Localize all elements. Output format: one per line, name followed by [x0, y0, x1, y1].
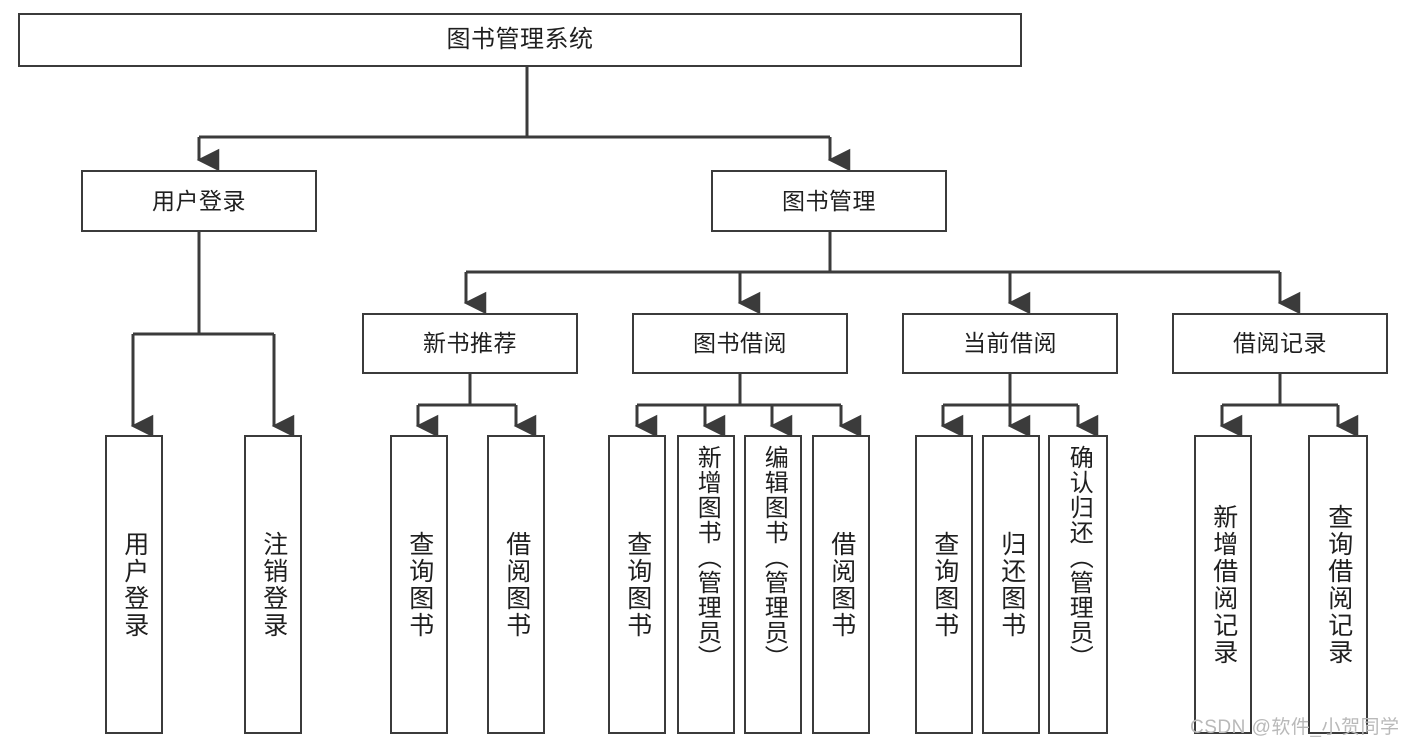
leaf-edit-book-admin[interactable]: 编辑图书（管理员）: [744, 435, 802, 734]
node-label: 确认归还（管理员）: [1065, 445, 1093, 670]
node-label: 当前借阅: [963, 330, 1057, 357]
node-label: 图书管理系统: [446, 26, 594, 54]
leaf-query-borrow-record[interactable]: 查询借阅记录: [1308, 435, 1368, 734]
node-label: 借阅记录: [1233, 330, 1327, 357]
node-label: 编辑图书（管理员）: [760, 445, 788, 670]
leaf-borrow-book[interactable]: 借阅图书: [812, 435, 870, 734]
node-label: 新增借阅记录: [1209, 503, 1238, 666]
node-label: 查询借阅记录: [1324, 503, 1353, 666]
leaf-add-borrow-record[interactable]: 新增借阅记录: [1194, 435, 1252, 734]
node-user-login[interactable]: 用户登录: [81, 170, 317, 232]
node-root-system[interactable]: 图书管理系统: [18, 13, 1022, 67]
leaf-confirm-return-admin[interactable]: 确认归还（管理员）: [1048, 435, 1108, 734]
node-label: 注销登录: [259, 530, 288, 639]
leaf-borrow-book-new[interactable]: 借阅图书: [487, 435, 545, 734]
leaf-query-book-new[interactable]: 查询图书: [390, 435, 448, 734]
node-label: 查询图书: [930, 530, 959, 639]
node-book-management[interactable]: 图书管理: [711, 170, 947, 232]
node-new-book-recommend[interactable]: 新书推荐: [362, 313, 578, 374]
node-label: 查询图书: [405, 530, 434, 639]
node-borrow-record[interactable]: 借阅记录: [1172, 313, 1388, 374]
node-label: 查询图书: [623, 530, 652, 639]
node-label: 新增图书（管理员）: [693, 445, 721, 670]
node-label: 图书管理: [782, 187, 876, 214]
csdn-watermark: CSDN @软件_小贺同学: [1190, 717, 1400, 738]
node-label: 新书推荐: [423, 330, 517, 357]
node-book-borrow[interactable]: 图书借阅: [632, 313, 848, 374]
leaf-add-book-admin[interactable]: 新增图书（管理员）: [677, 435, 735, 734]
leaf-return-book[interactable]: 归还图书: [982, 435, 1040, 734]
leaf-query-book-current[interactable]: 查询图书: [915, 435, 973, 734]
leaf-query-book-borrow[interactable]: 查询图书: [608, 435, 666, 734]
node-label: 归还图书: [997, 530, 1026, 639]
node-label: 用户登录: [152, 187, 246, 214]
node-label: 用户登录: [120, 530, 149, 639]
leaf-user-login[interactable]: 用户登录: [105, 435, 163, 734]
node-label: 图书借阅: [693, 330, 787, 357]
leaf-logout[interactable]: 注销登录: [244, 435, 302, 734]
node-current-borrow[interactable]: 当前借阅: [902, 313, 1118, 374]
node-label: 借阅图书: [827, 530, 856, 639]
node-label: 借阅图书: [502, 530, 531, 639]
